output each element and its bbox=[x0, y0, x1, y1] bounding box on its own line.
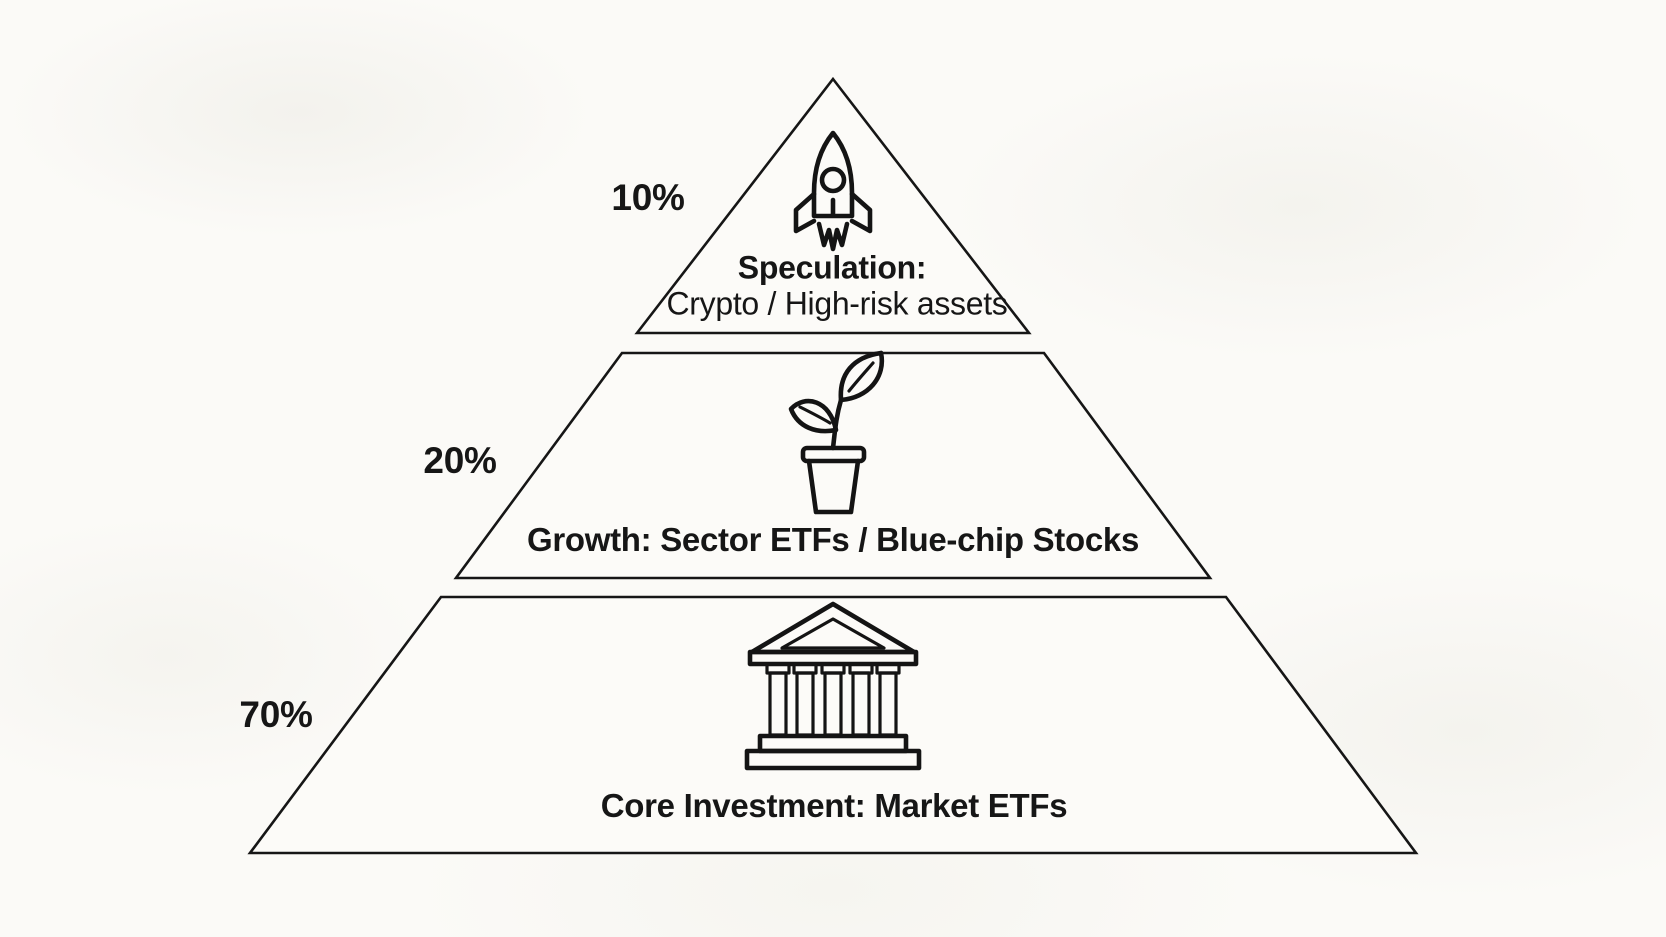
tier-growth-shape bbox=[453, 351, 1213, 580]
rocket-icon bbox=[793, 130, 873, 252]
tier-core-title: Core Investment: Market ETFs bbox=[600, 787, 1068, 824]
plant-icon bbox=[788, 350, 885, 515]
percent-label-growth: 20% bbox=[423, 440, 497, 481]
percent-label-core: 70% bbox=[239, 694, 313, 735]
percent-label-speculation: 10% bbox=[611, 177, 685, 218]
tier-speculation-title: Speculation: bbox=[737, 249, 927, 286]
bank-icon bbox=[744, 601, 922, 771]
tier-speculation-subtitle: Crypto / High-risk assets bbox=[666, 285, 1008, 322]
tier-core-shape bbox=[247, 595, 1419, 855]
tier-growth-title: Growth: Sector ETFs / Blue-chip Stocks bbox=[526, 521, 1140, 558]
